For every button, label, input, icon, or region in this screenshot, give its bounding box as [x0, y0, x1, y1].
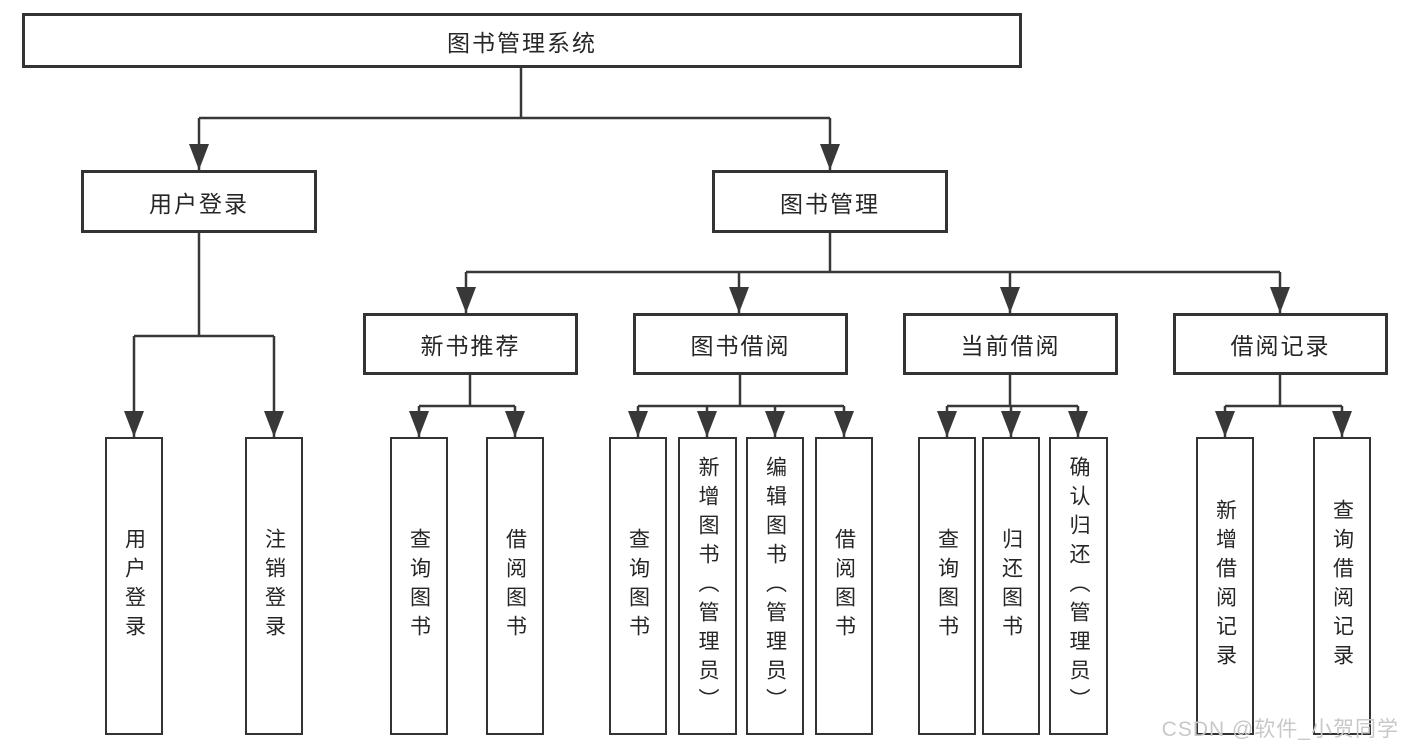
connector-borrow-to-leaves: [628, 375, 854, 437]
node-book-borrow: 图书借阅: [633, 313, 848, 375]
node-current-borrow: 当前借阅: [903, 313, 1118, 375]
leaf-current-query-label: 查询图书: [935, 528, 959, 644]
leaf-newbooks-borrow: 借阅图书: [486, 437, 544, 735]
leaf-borrow-query: 查询图书: [609, 437, 667, 735]
leaf-borrow-add-admin-label: 新增图书（管理员）: [696, 455, 719, 717]
leaf-current-return: 归还图书: [982, 437, 1040, 735]
connector-root-to-branches: [189, 65, 840, 170]
connector-book-mgmt-to-sections: [456, 233, 1290, 313]
node-book-mgmt-label: 图书管理: [780, 190, 880, 217]
node-root-system: 图书管理系统: [22, 13, 1022, 68]
leaf-newbooks-query: 查询图书: [390, 437, 448, 735]
node-current-borrow-label: 当前借阅: [960, 333, 1061, 359]
csdn-watermark: CSDN @软件_小贺同学: [1161, 718, 1399, 741]
connector-records-to-leaves: [1215, 375, 1352, 437]
node-user-login-label: 用户登录: [149, 190, 249, 217]
node-user-login: 用户登录: [81, 170, 317, 233]
leaf-borrow-edit-admin: 编辑图书（管理员）: [746, 437, 804, 735]
node-borrow-records: 借阅记录: [1173, 313, 1388, 375]
leaf-newbooks-query-label: 查询图书: [407, 528, 431, 644]
node-book-borrow-label: 图书借阅: [690, 333, 791, 359]
leaf-records-query: 查询借阅记录: [1313, 437, 1371, 735]
node-root-system-label: 图书管理系统: [447, 29, 597, 56]
node-borrow-records-label: 借阅记录: [1230, 333, 1331, 359]
leaf-logout: 注销登录: [245, 437, 303, 735]
connector-current-to-leaves: [937, 375, 1088, 437]
leaf-records-add: 新增借阅记录: [1196, 437, 1254, 735]
connector-newbooks-to-leaves: [409, 375, 525, 437]
leaf-borrow-borrow-label: 借阅图书: [832, 528, 856, 644]
leaf-borrow-query-label: 查询图书: [626, 528, 650, 644]
node-new-books: 新书推荐: [363, 313, 578, 375]
leaf-current-return-label: 归还图书: [999, 528, 1023, 644]
connector-user-login-to-leaves: [124, 233, 284, 437]
leaf-newbooks-borrow-label: 借阅图书: [503, 528, 527, 644]
leaf-borrow-borrow: 借阅图书: [815, 437, 873, 735]
leaf-current-confirm-admin-label: 确认归还（管理员）: [1067, 455, 1090, 717]
leaf-borrow-add-admin: 新增图书（管理员）: [678, 437, 737, 735]
leaf-logout-label: 注销登录: [262, 528, 286, 644]
leaf-current-query: 查询图书: [918, 437, 976, 735]
leaf-user-login: 用户登录: [105, 437, 163, 735]
leaf-current-confirm-admin: 确认归还（管理员）: [1049, 437, 1108, 735]
leaf-records-query-label: 查询借阅记录: [1330, 499, 1354, 673]
node-book-mgmt: 图书管理: [712, 170, 948, 233]
leaf-borrow-edit-admin-label: 编辑图书（管理员）: [763, 455, 787, 717]
node-new-books-label: 新书推荐: [420, 333, 521, 359]
leaf-records-add-label: 新增借阅记录: [1213, 499, 1237, 673]
leaf-user-login-label: 用户登录: [122, 528, 146, 644]
